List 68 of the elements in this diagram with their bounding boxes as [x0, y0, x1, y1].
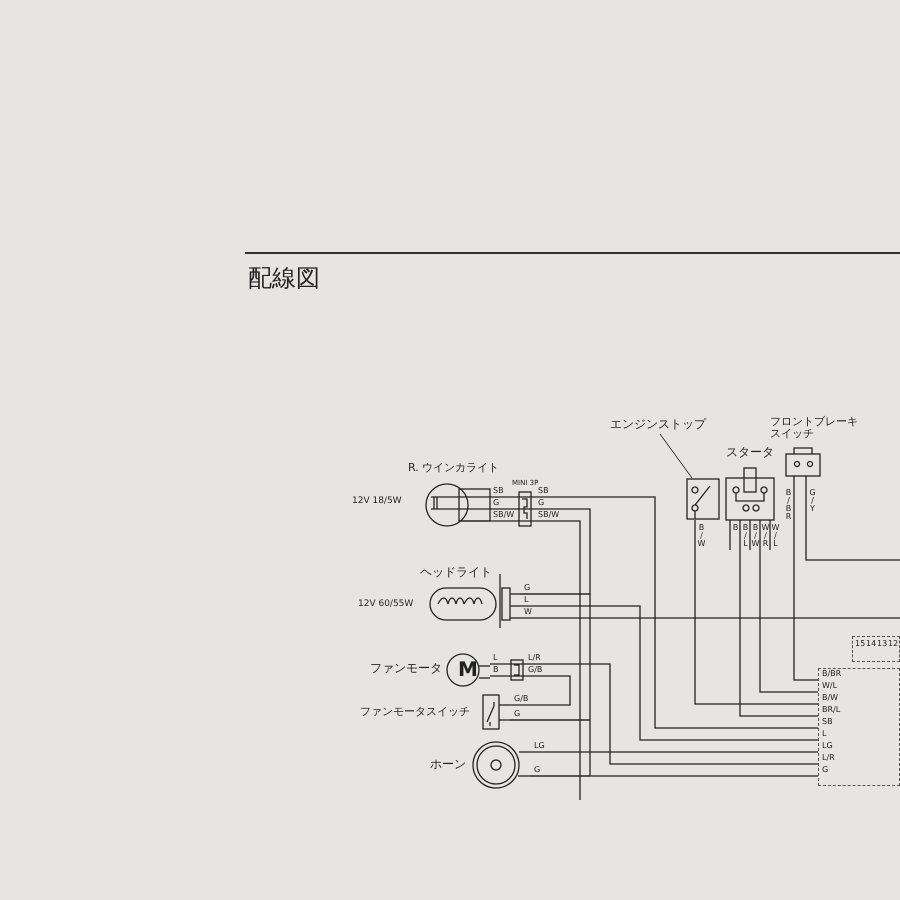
wire-code: B/BR — [822, 670, 842, 678]
wire-code: L/R — [528, 654, 541, 662]
page-title: 配線図 — [248, 266, 320, 290]
leader-line — [660, 434, 692, 478]
component-label: フロントブレーキスイッチ — [770, 416, 859, 440]
wire-code: W/L — [822, 682, 838, 690]
wire-code: L/R — [822, 754, 835, 762]
wire-code: B/W — [697, 523, 705, 547]
wire — [530, 775, 818, 777]
pin-number: 12 — [888, 640, 898, 648]
wire — [793, 485, 818, 681]
wire-code: B — [493, 666, 498, 674]
wire — [490, 496, 818, 729]
wire-code: SB/W — [493, 511, 514, 519]
wire — [759, 520, 818, 693]
motor-letter: M — [458, 659, 478, 679]
wire-code: B/L — [741, 523, 749, 547]
pin-number: 13 — [877, 640, 888, 648]
wire-code: G — [822, 766, 828, 774]
wire — [490, 675, 571, 706]
wire-code: SB/W — [538, 511, 560, 519]
wire-code: BR/L — [822, 706, 840, 714]
rating-text: 12V 18/5W — [352, 497, 402, 506]
wire — [520, 617, 900, 619]
component-label: ヘッドライト — [420, 566, 492, 578]
connector-block — [852, 636, 900, 662]
wire-code: B/W — [822, 694, 838, 702]
component-label: ファンモータ — [370, 662, 442, 674]
wire — [490, 663, 818, 765]
wire-code: G — [514, 710, 520, 718]
wire — [805, 485, 900, 561]
wire-code: G — [493, 499, 500, 507]
pin-number: 15 — [855, 640, 866, 648]
component-label: エンジンストップ — [610, 418, 706, 430]
wire-code: L — [822, 730, 826, 738]
wire-code: B — [731, 523, 739, 531]
wire — [520, 605, 818, 741]
component-label: ファンモータスイッチ — [360, 706, 470, 717]
wire-code: G — [524, 584, 530, 592]
component-label: R. ウインカライト — [408, 462, 500, 473]
pin-number: 14 — [866, 640, 876, 648]
wire — [510, 719, 591, 777]
wire — [490, 508, 591, 595]
wire-code: LG — [822, 742, 833, 750]
component-label: ホーン — [430, 758, 466, 770]
connector-block — [818, 668, 900, 786]
wire-code: G/B — [514, 695, 528, 703]
wire-code: G — [534, 766, 540, 774]
rating-text: 12V 60/55W — [358, 600, 414, 609]
wire-code: B/BR — [784, 488, 792, 520]
wire-code: L — [493, 654, 498, 662]
wire-code: SB — [822, 718, 833, 726]
wire-code: W — [524, 608, 532, 616]
wire-code: L — [524, 596, 528, 604]
wire-code: SB — [538, 487, 549, 495]
wire — [694, 520, 818, 705]
wire-code: W/L — [771, 523, 779, 547]
wire — [739, 520, 818, 717]
wire — [490, 520, 581, 800]
wire-code: G/Y — [808, 488, 816, 512]
wire-code: G/B — [528, 666, 542, 674]
component-label: スタータ — [726, 446, 774, 458]
wire-code: W/R — [761, 523, 769, 547]
wire-code: B/W — [751, 523, 759, 547]
wire-code: G — [538, 499, 544, 507]
wire-code: SB — [493, 487, 504, 495]
wire-code: LG — [534, 742, 545, 750]
wire — [530, 751, 818, 753]
